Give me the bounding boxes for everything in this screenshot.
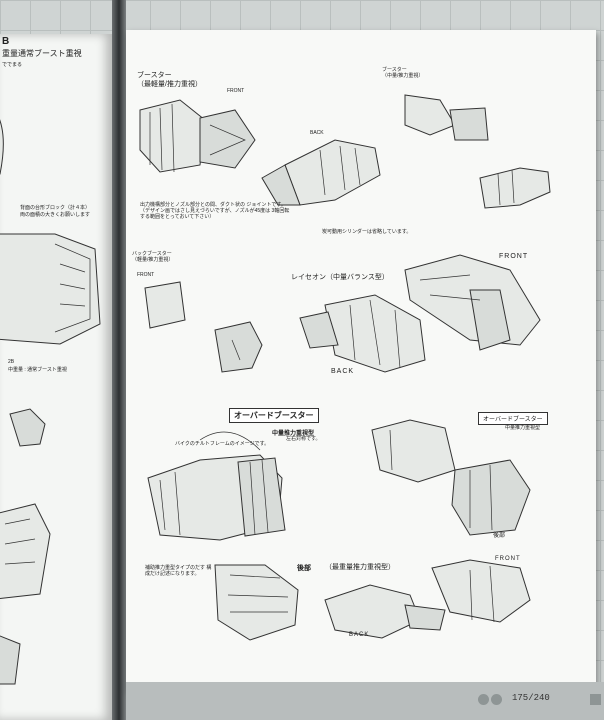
left-label-2b: 2B	[8, 359, 15, 365]
back-booster-title: バックブースター	[132, 251, 172, 257]
overed-booster-right-drawing	[371, 419, 531, 536]
page-number: 175/240	[512, 693, 550, 703]
small-booster-title: ブースター	[382, 67, 407, 73]
booster-back-drawing	[261, 139, 381, 206]
front-label-2: FRONT	[137, 272, 155, 278]
front-label-4: FRONT	[495, 556, 521, 562]
back-label-4: BACK	[349, 632, 370, 638]
heavy-front-drawing	[431, 559, 531, 623]
booster-front-drawing	[139, 99, 256, 173]
front-label-3: FRONT	[499, 253, 529, 260]
back-label-1: BACK	[310, 130, 324, 136]
overed-booster-1-sub2: 左右対称です。	[286, 436, 321, 442]
next-circle-icon	[491, 694, 502, 705]
page-square-icon	[590, 694, 601, 705]
left-note-2: 両の面積の大きくお願いします	[20, 212, 91, 218]
book-spine	[112, 0, 126, 720]
left-label-2b-sub: 中重量 : 通常ブースト重視	[8, 367, 67, 373]
left-title-fragment: B	[2, 36, 10, 47]
cylinder-note: 炭可動用シリンダーは省略しています。	[322, 229, 412, 235]
back-booster-drawing	[144, 281, 263, 373]
left-page: B 重量通常ブースト重視 ででまる 背面の台形ブロック（計４本） 両の面積の大き…	[0, 34, 112, 720]
reiseon-back-drawing	[299, 294, 426, 373]
booster-note: 出力機構部分とノズル部分との間、ダクト状の ジョイントです。 （デザイン画ではさ…	[140, 202, 290, 220]
rear-drawing	[214, 564, 299, 641]
overed-booster-1-sub1: 中量推力重視型	[272, 431, 315, 437]
overed-booster-2-title: オーバードブースター	[478, 412, 548, 425]
overed-booster-left-drawing	[147, 431, 286, 541]
rear-label-2: 後部	[493, 533, 506, 539]
left-sketches	[0, 119, 101, 685]
small-booster-top-drawing	[404, 94, 489, 141]
reiseon-title: レイセオン（中量バランス型）	[291, 274, 389, 281]
back-booster-sub: （軽量/推力重視）	[132, 257, 174, 263]
booster-title: ブースター	[137, 72, 172, 79]
small-booster-sub: （中量/推力重視）	[382, 73, 424, 79]
front-label-1: FRONT	[227, 88, 245, 94]
small-booster-bottom-drawing	[479, 167, 551, 209]
reiseon-front-drawing	[404, 254, 541, 351]
rear-label: 後部	[297, 565, 311, 572]
left-header: 重量通常ブースト重視	[2, 49, 82, 58]
nozzle-note: 補助推力重型タイプのだす 構成だけ記述になります。	[145, 565, 212, 577]
prev-circle-icon	[478, 694, 489, 705]
overed-booster-1-title: オーバードブースター	[229, 408, 319, 423]
footer-bar	[126, 682, 604, 720]
booster-sub: （最軽量/推力重視）	[137, 81, 202, 88]
back-label-3: BACK	[331, 368, 355, 375]
left-subhead: ででまる	[2, 62, 23, 68]
left-note-1: 背面の台形ブロック（計４本）	[20, 205, 91, 211]
overed-booster-2-sub: 中量推力重視型	[505, 425, 541, 431]
bike-note: バイクのチルトフレームのイメージです。	[175, 441, 270, 447]
heavy-back-drawing	[324, 584, 446, 639]
heavy-title: （最重量推力重視型）	[325, 564, 395, 571]
